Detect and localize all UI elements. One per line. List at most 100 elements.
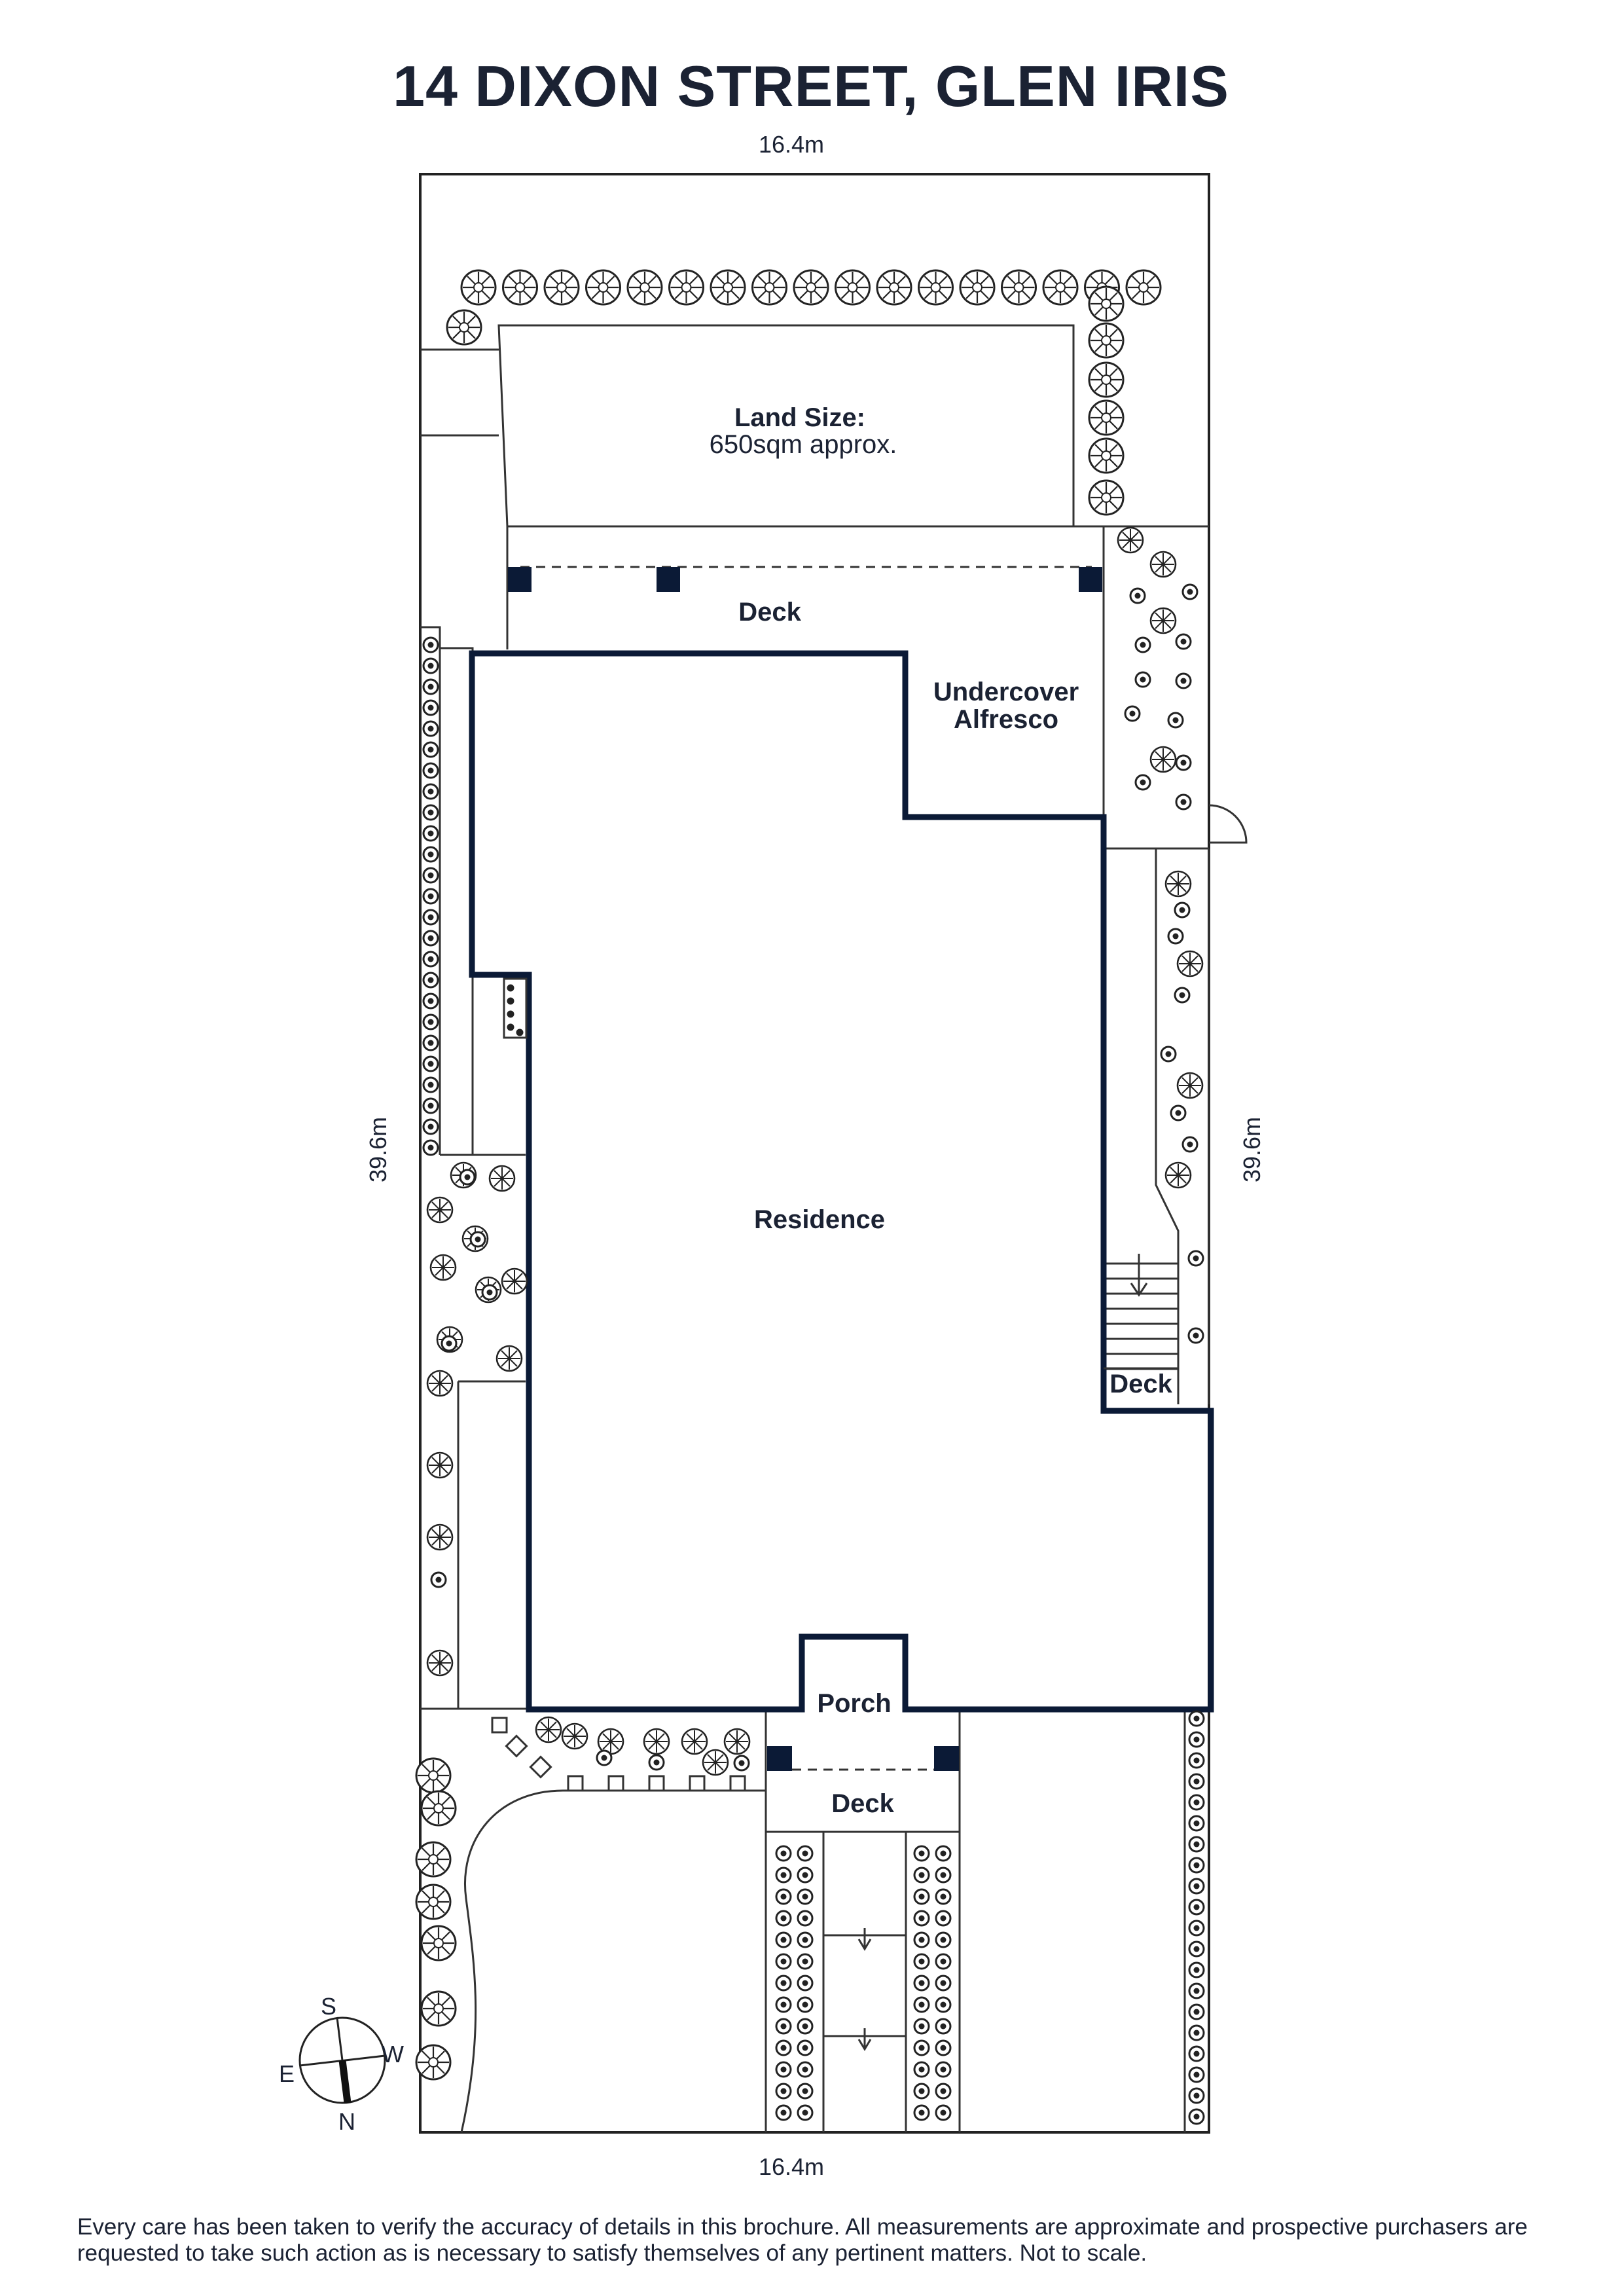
shrub-icon: [422, 1055, 439, 1072]
shrub-icon: [935, 2018, 952, 2035]
tree-icon: [420, 1990, 457, 2027]
tree-icon: [426, 1370, 454, 1397]
shrub-icon: [422, 909, 439, 926]
plant-icon: [1187, 1250, 1204, 1267]
shrub-icon: [775, 1953, 792, 1970]
shrub-icon: [913, 1888, 930, 1905]
shrub-icon: [1188, 1899, 1205, 1916]
tree-icon: [446, 309, 482, 346]
tree-icon: [793, 269, 829, 306]
tree-icon: [668, 269, 704, 306]
shrub-icon: [913, 1845, 930, 1862]
shrub-icon: [935, 2061, 952, 2078]
tree-icon: [415, 1884, 452, 1920]
shrub-icon: [1188, 1961, 1205, 1978]
shrub-icon: [913, 2083, 930, 2100]
shrub-icon: [1188, 1878, 1205, 1895]
shrub-icon: [422, 657, 439, 674]
shrub-icon: [797, 2061, 814, 2078]
shrub-icon: [422, 1076, 439, 1093]
shrub-icon: [797, 2104, 814, 2121]
dimension-left: 39.6m: [365, 1117, 391, 1182]
tree-icon: [1088, 437, 1125, 474]
page-title: 14 DIXON STREET, GLEN IRIS: [393, 54, 1229, 118]
shrub-icon: [1188, 2003, 1205, 2020]
shrub-icon: [1188, 1794, 1205, 1811]
tree-icon: [626, 269, 663, 306]
plant-icon: [1167, 928, 1184, 945]
tree-icon: [426, 1523, 454, 1551]
tree-icon: [643, 1728, 670, 1755]
disclaimer: Every care has been taken to verify the …: [77, 2214, 1528, 2266]
shrub-icon: [422, 951, 439, 968]
shrub-icon: [797, 1996, 814, 2013]
plant-icon: [1174, 987, 1191, 1004]
shrub-icon: [935, 1888, 952, 1905]
plant-icon: [1129, 587, 1146, 604]
compass-s: S: [321, 1993, 336, 2020]
residence-label: Residence: [754, 1205, 885, 1234]
shrub-icon: [648, 1754, 665, 1771]
shrub-icon: [422, 678, 439, 695]
plant-icon: [1176, 950, 1204, 977]
front-deck-label: Deck: [831, 1789, 894, 1818]
tree-icon: [1001, 269, 1037, 306]
shrub-icon: [1188, 1773, 1205, 1790]
plant-icon: [1175, 754, 1192, 771]
shrub-icon: [481, 1284, 498, 1301]
shrub-icon: [775, 1888, 792, 1905]
plant-icon: [1117, 526, 1144, 554]
tree-icon: [496, 1345, 523, 1372]
shrub-icon: [775, 2104, 792, 2121]
shrub-icon: [422, 972, 439, 989]
plant-icon: [1134, 636, 1151, 653]
plant-icon: [1187, 1327, 1204, 1344]
compass-n: N: [338, 2108, 355, 2135]
land-size-value: 650sqm approx.: [710, 430, 897, 459]
tree-icon: [681, 1728, 708, 1755]
tree-icon: [1042, 269, 1079, 306]
shrub-icon: [797, 2039, 814, 2056]
shrub-icon: [422, 1097, 439, 1114]
shrub-icon: [422, 1034, 439, 1051]
shrub-icon: [441, 1335, 458, 1352]
shrub-icon: [797, 1931, 814, 1948]
stepping-stones: [491, 1717, 746, 1792]
plant-icon: [1170, 1104, 1187, 1121]
plant-icon: [1134, 774, 1151, 791]
dimension-right: 39.6m: [1238, 1117, 1265, 1182]
shrub-icon: [913, 1953, 930, 1970]
shrub-icon: [1188, 2087, 1205, 2104]
shrub-icon: [935, 2104, 952, 2121]
shrub-icon: [422, 930, 439, 947]
shrub-icon: [422, 699, 439, 716]
dimension-top: 16.4m: [759, 131, 824, 158]
plant-icon: [1175, 793, 1192, 811]
site-boundary: [419, 173, 1210, 2134]
shrub-icon: [775, 1975, 792, 1992]
shrub-icon: [422, 804, 439, 821]
alfresco-label: Alfresco: [954, 705, 1058, 734]
shrub-icon: [935, 1867, 952, 1884]
tree-icon: [543, 269, 580, 306]
shrub-icon: [913, 1867, 930, 1884]
plant-icon: [1176, 1072, 1204, 1099]
shrub-icon: [422, 825, 439, 842]
tree-icon: [1088, 479, 1125, 516]
tree-icon: [835, 269, 871, 306]
plant-icon: [1164, 870, 1192, 898]
shrub-icon: [775, 1867, 792, 1884]
shrub-icon: [1188, 1710, 1205, 1727]
shrub-icon: [1188, 1836, 1205, 1853]
tree-icon: [710, 269, 746, 306]
porch-label: Porch: [817, 1689, 891, 1718]
shrub-icon: [797, 1888, 814, 1905]
shrub-icon: [1188, 1752, 1205, 1769]
shrub-icon: [422, 741, 439, 758]
tree-icon: [415, 1757, 452, 1794]
tree-icon: [1088, 399, 1125, 436]
shrub-icon: [797, 1975, 814, 1992]
plant-icon: [1160, 1046, 1177, 1063]
shrub-icon: [1188, 1731, 1205, 1748]
